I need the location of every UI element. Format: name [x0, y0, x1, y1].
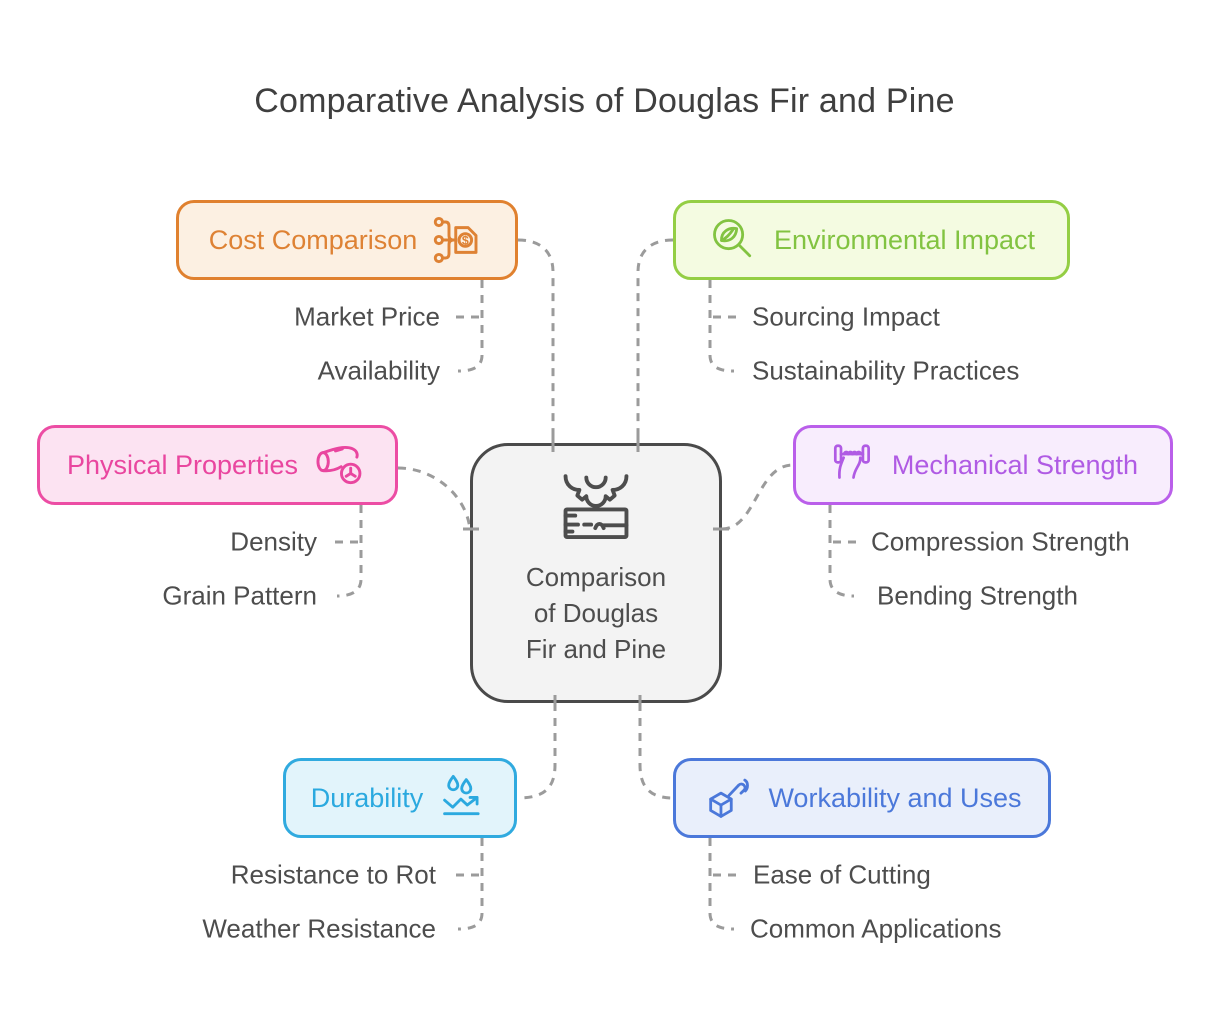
branch-label-physical-properties: Physical Properties [66, 449, 299, 480]
connector-physical-to-center [397, 466, 472, 530]
center-node: Comparison of Douglas Fir and Pine [470, 443, 722, 703]
leaf-magnifier-icon [708, 214, 760, 266]
svg-text:$: $ [462, 233, 469, 247]
subtopic-label-weather-resistance: Weather Resistance [202, 913, 436, 944]
branch-node-cost-comparison: Cost Comparison $ [176, 200, 518, 280]
connector-center-to-workability [638, 703, 674, 800]
branch-label-durability: Durability [310, 782, 424, 813]
connector-durability-children [457, 838, 484, 931]
water-resistant-icon [437, 771, 489, 825]
subtopic-label-grain-pattern: Grain Pattern [162, 580, 317, 611]
wood-log-icon [312, 438, 368, 492]
cube-pen-icon [702, 771, 754, 825]
branch-label-mechanical-strength: Mechanical Strength [891, 449, 1139, 480]
subtopic-label-bending-strength: Bending Strength [877, 580, 1078, 611]
subtopic-label-market-price: Market Price [294, 301, 440, 332]
connector-cost-children [457, 280, 484, 373]
connector-center-to-durability [517, 703, 557, 800]
branch-label-environmental-impact: Environmental Impact [773, 224, 1036, 255]
branch-node-mechanical-strength: Mechanical Strength [793, 425, 1173, 505]
connector-env-to-center [636, 238, 674, 443]
lumber-icon [551, 472, 641, 549]
branch-node-environmental-impact: Environmental Impact [673, 200, 1070, 280]
branch-node-durability: Durability [283, 758, 517, 838]
subtopic-label-resistance-to-rot: Resistance to Rot [230, 859, 436, 890]
connector-env-children [708, 280, 735, 373]
connector-workability-children [708, 838, 735, 931]
branch-node-workability-and-uses: Workability and Uses [673, 758, 1051, 838]
branch-label-cost-comparison: Cost Comparison [208, 224, 418, 255]
subtopic-label-density: Density [230, 526, 317, 557]
hand-dumbbell-icon [828, 438, 878, 492]
center-node-label: Comparison of Douglas Fir and Pine [525, 562, 667, 664]
subtopic-label-sustainability-practices: Sustainability Practices [752, 355, 1020, 386]
connector-center-to-mechanical [721, 463, 794, 531]
page-title: Comparative Analysis of Douglas Fir and … [254, 82, 955, 120]
branch-label-workability-and-uses: Workability and Uses [768, 782, 1022, 813]
price-structure-icon: $ [431, 213, 485, 267]
subtopic-label-ease-of-cutting: Ease of Cutting [753, 859, 931, 890]
connector-cost-to-center [517, 238, 555, 443]
subtopic-label-common-applications: Common Applications [750, 913, 1002, 944]
subtopic-label-compression-strength: Compression Strength [871, 526, 1130, 557]
subtopic-label-availability: Availability [317, 355, 440, 386]
branch-node-physical-properties: Physical Properties [37, 425, 398, 505]
subtopic-label-sourcing-impact: Sourcing Impact [752, 301, 940, 332]
